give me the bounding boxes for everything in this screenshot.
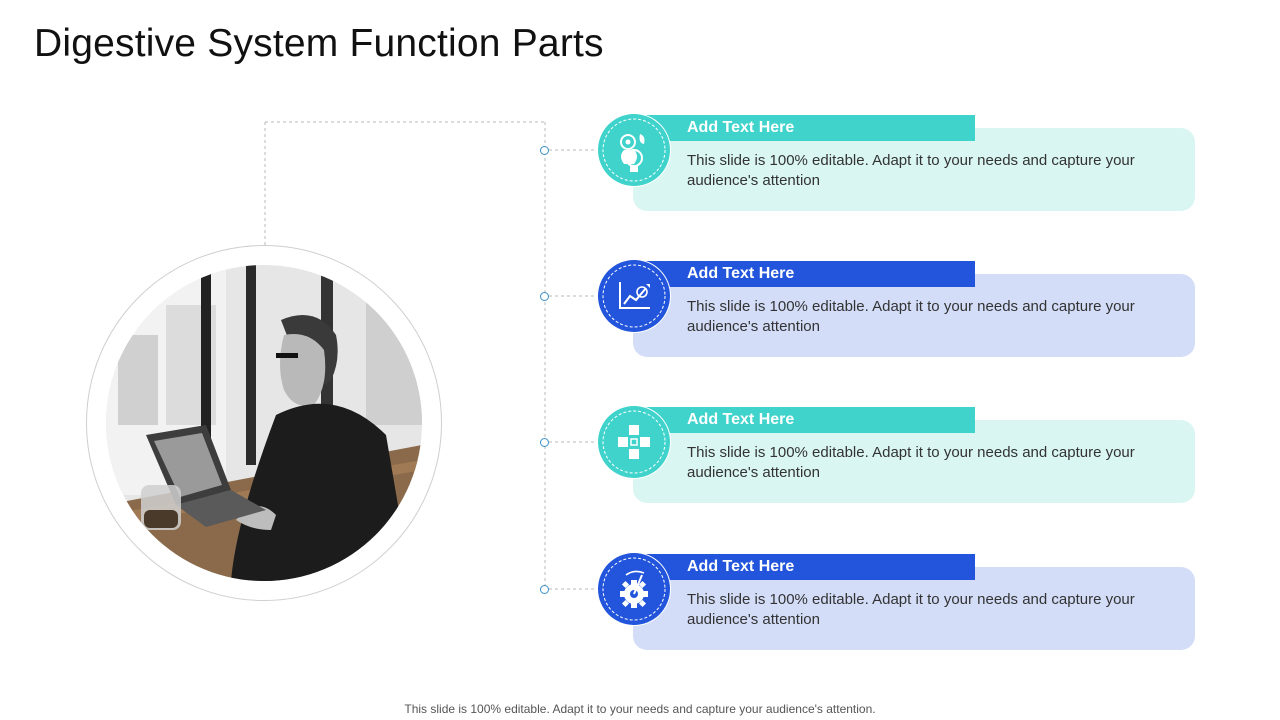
item-heading-3: Add Text Here (645, 407, 975, 433)
item-card-1 (633, 128, 1195, 211)
connector-dot-2 (540, 292, 549, 301)
growth-chart-icon (598, 260, 670, 332)
office-photo (106, 265, 422, 581)
connector-dot-3 (540, 438, 549, 447)
connector-dot-1 (540, 146, 549, 155)
item-text-4: This slide is 100% editable. Adapt it to… (687, 591, 1135, 628)
item-text-2: This slide is 100% editable. Adapt it to… (687, 298, 1135, 335)
item-heading-2: Add Text Here (645, 261, 975, 287)
lightbulb-gear-icon (598, 114, 670, 186)
gear-dial-icon (598, 553, 670, 625)
footer-note: This slide is 100% editable. Adapt it to… (404, 702, 876, 716)
item-heading-4: Add Text Here (645, 554, 975, 580)
item-card-2 (633, 274, 1195, 357)
item-card-4 (633, 567, 1195, 650)
item-card-3 (633, 420, 1195, 503)
page-title: Digestive System Function Parts (34, 22, 604, 65)
item-text-3: This slide is 100% editable. Adapt it to… (687, 444, 1135, 481)
item-heading-1: Add Text Here (645, 115, 975, 141)
cubes-icon (598, 406, 670, 478)
connector-dot-4 (540, 585, 549, 594)
item-text-1: This slide is 100% editable. Adapt it to… (687, 152, 1135, 189)
